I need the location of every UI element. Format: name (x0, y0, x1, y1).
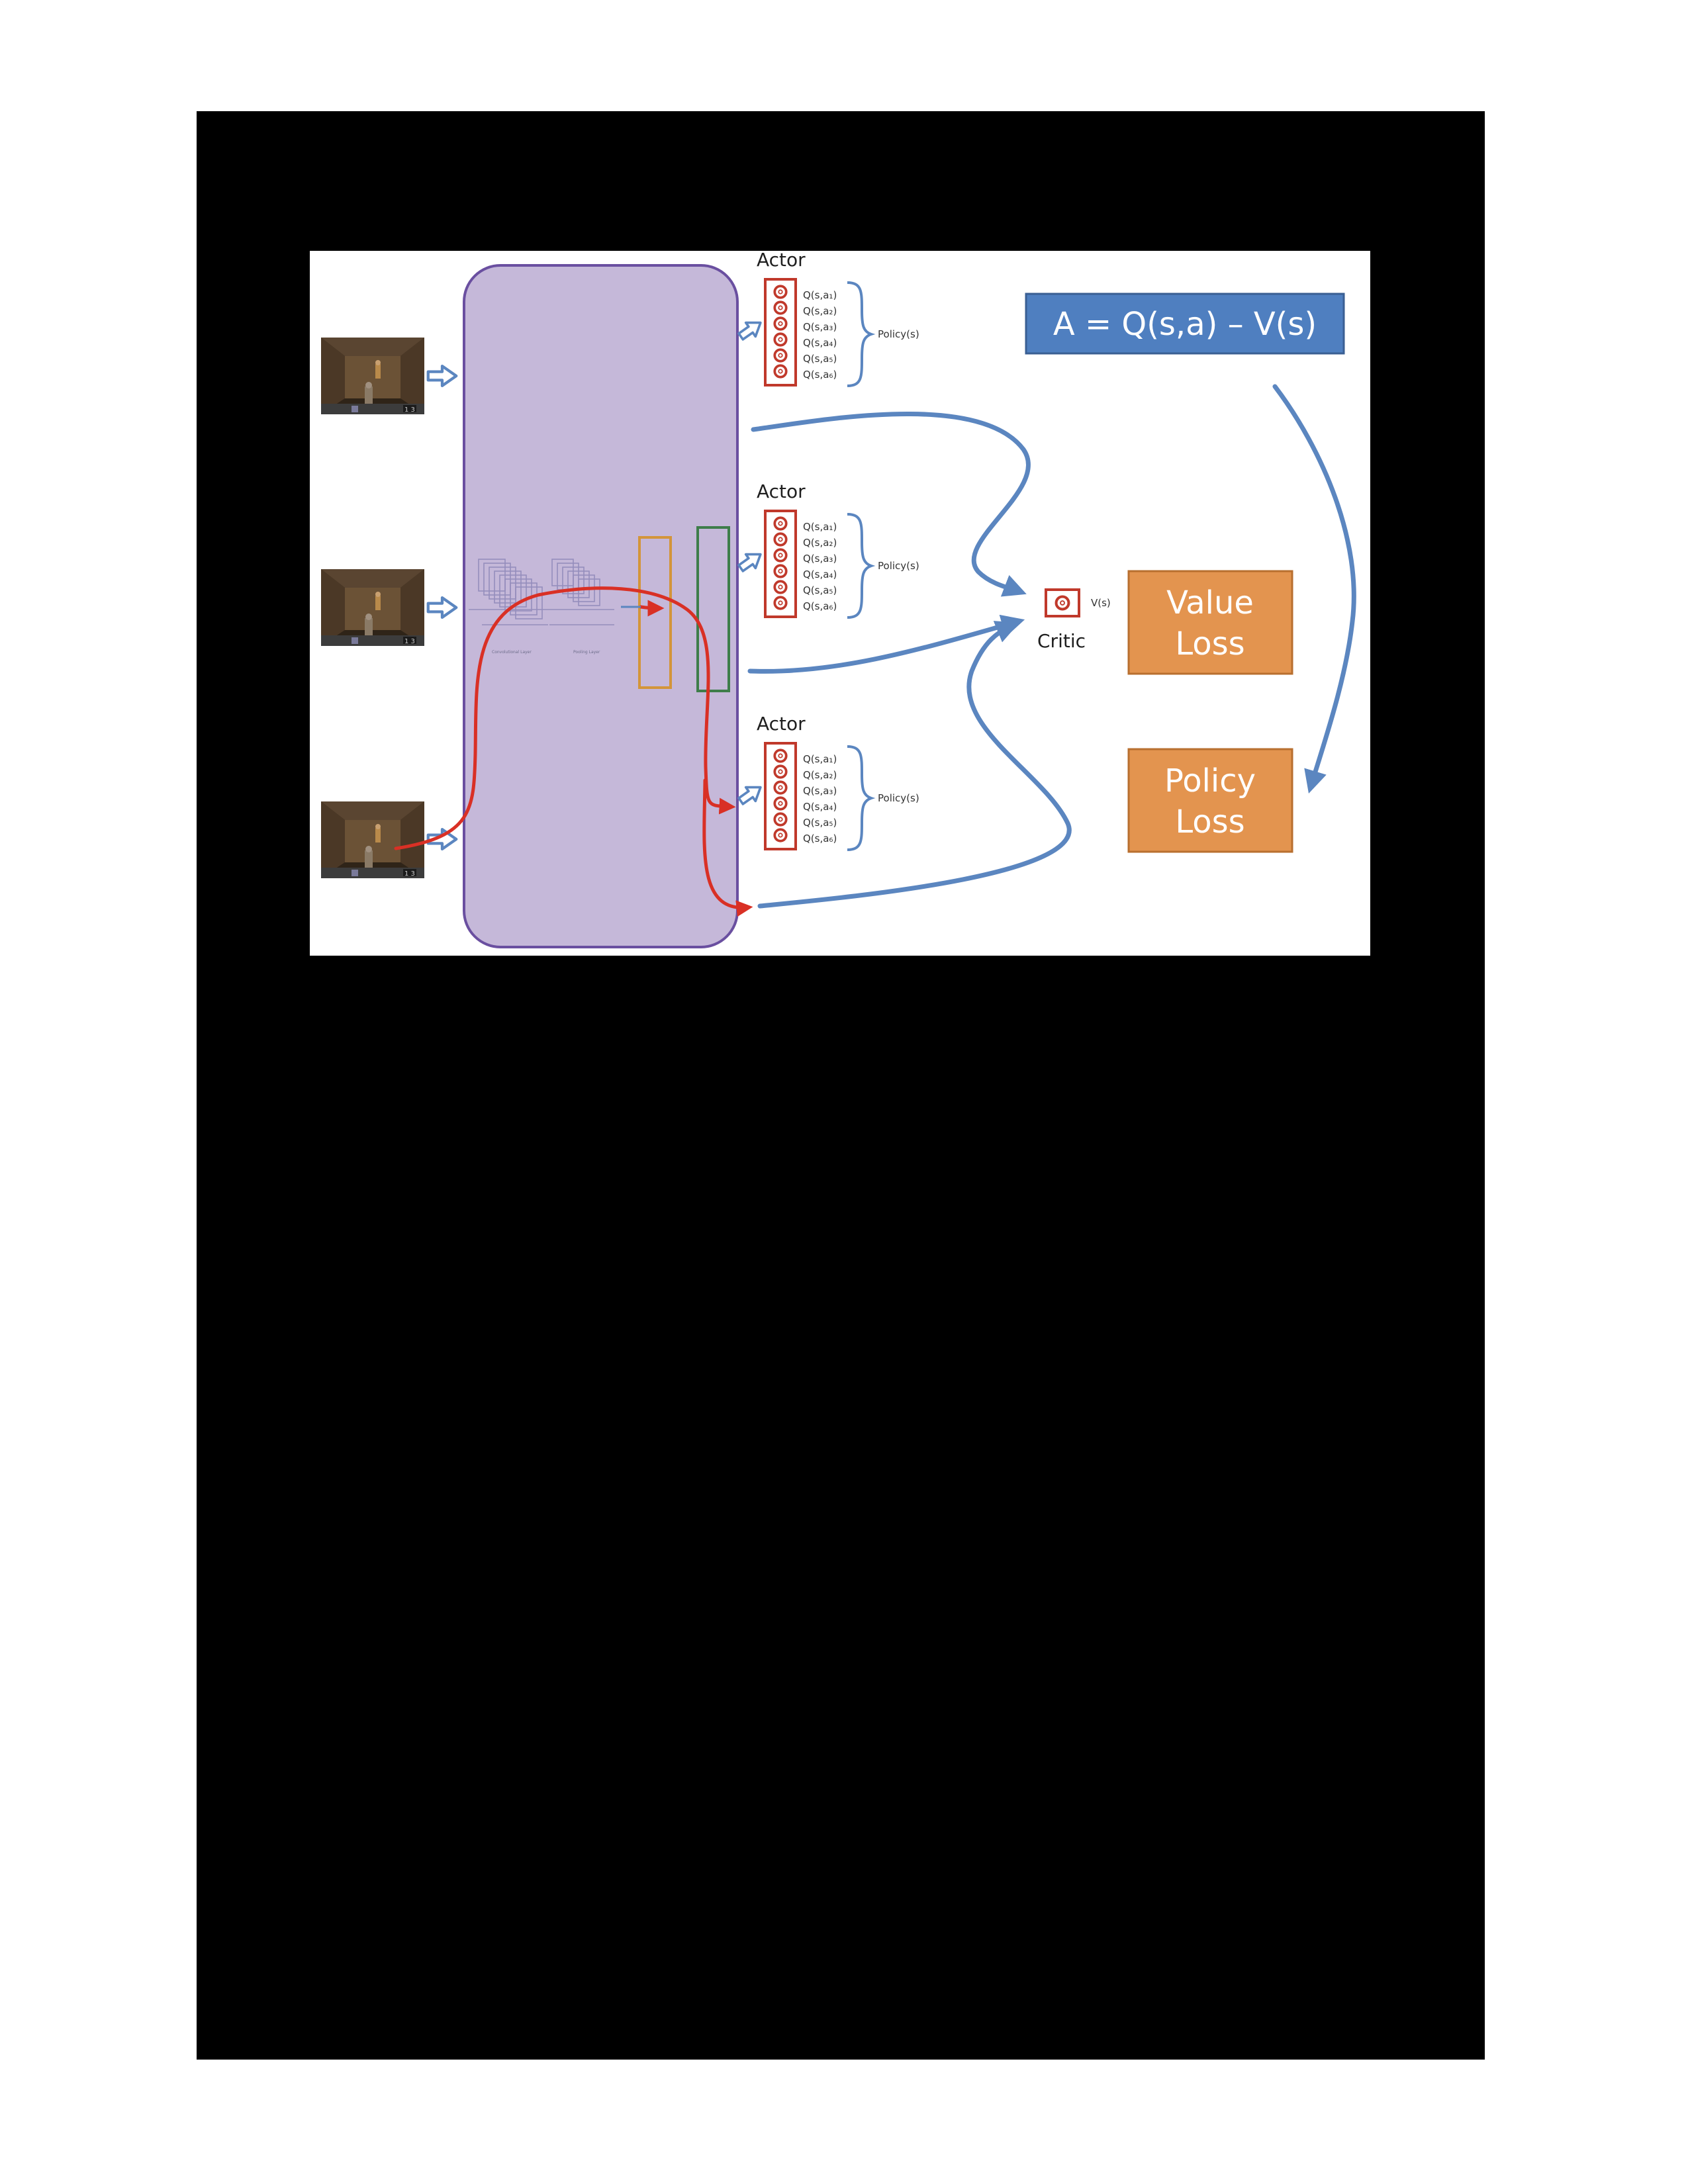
value-loss-label: Loss (1175, 625, 1244, 662)
gradient-path (394, 586, 753, 917)
q-value-label: Q(s,a₂) (803, 769, 837, 781)
policy-label: Policy(s) (878, 560, 919, 572)
q-value-label: Q(s,a₃) (803, 321, 837, 333)
q-value-label: Q(s,a₆) (803, 833, 837, 844)
actor-label: Actor (757, 251, 806, 271)
q-value-label: Q(s,a₃) (803, 785, 837, 797)
green-layer (696, 526, 730, 692)
actor-output-column (764, 510, 797, 618)
actor-label: Actor (757, 713, 806, 735)
shared-network-block (463, 264, 739, 948)
q-value-label: Q(s,a₁) (803, 289, 837, 301)
policy-label: Policy(s) (878, 328, 919, 340)
advantage-formula-box (1025, 293, 1345, 355)
q-value-label: Q(s,a₃) (803, 553, 837, 565)
q-value-label: Q(s,a₁) (803, 521, 837, 533)
flow-arrows (747, 384, 1356, 909)
critic-label: Critic (1037, 630, 1086, 652)
game-screenshot-icon (321, 801, 424, 878)
policy-loss-label: Policy (1164, 762, 1256, 799)
advantage-formula: A = Q(s,a) – V(s) (1053, 306, 1317, 343)
curly-brace-icon (847, 745, 876, 851)
q-value-label: Q(s,a₅) (803, 353, 837, 365)
curly-brace-icon (847, 513, 876, 619)
q-value-label: Q(s,a₅) (803, 817, 837, 829)
value-loss-box (1127, 570, 1293, 675)
actor-output-column (764, 278, 797, 387)
q-value-label: Q(s,a₆) (803, 600, 837, 612)
q-value-label: Q(s,a₄) (803, 569, 837, 580)
q-value-label: Q(s,a₆) (803, 369, 837, 381)
orange-layer (638, 536, 672, 689)
game-screenshot-icon (321, 569, 424, 646)
q-value-label: Q(s,a₅) (803, 584, 837, 596)
value-loss-label: Value (1166, 584, 1254, 621)
conv-caption-left: Convolutional Layer (492, 650, 532, 655)
actor-label: Actor (757, 480, 806, 502)
q-value-label: Q(s,a₂) (803, 305, 837, 317)
conv-caption-right: Pooling Layer (573, 650, 600, 655)
game-screenshot-icon (321, 338, 424, 414)
curly-brace-icon (847, 281, 876, 387)
policy-loss-label: Loss (1175, 803, 1244, 841)
q-value-label: Q(s,a₁) (803, 753, 837, 765)
conv-sketch (469, 559, 614, 625)
policy-loss-box (1127, 748, 1293, 853)
q-value-label: Q(s,a₄) (803, 801, 837, 813)
critic-node (1045, 588, 1080, 617)
critic-value-label: V(s) (1091, 597, 1111, 609)
q-value-label: Q(s,a₂) (803, 537, 837, 549)
a3c-diagram: 1 3 Convolutional Layer Pooling Layer (310, 251, 1370, 956)
policy-label: Policy(s) (878, 792, 919, 804)
q-value-label: Q(s,a₄) (803, 337, 837, 349)
